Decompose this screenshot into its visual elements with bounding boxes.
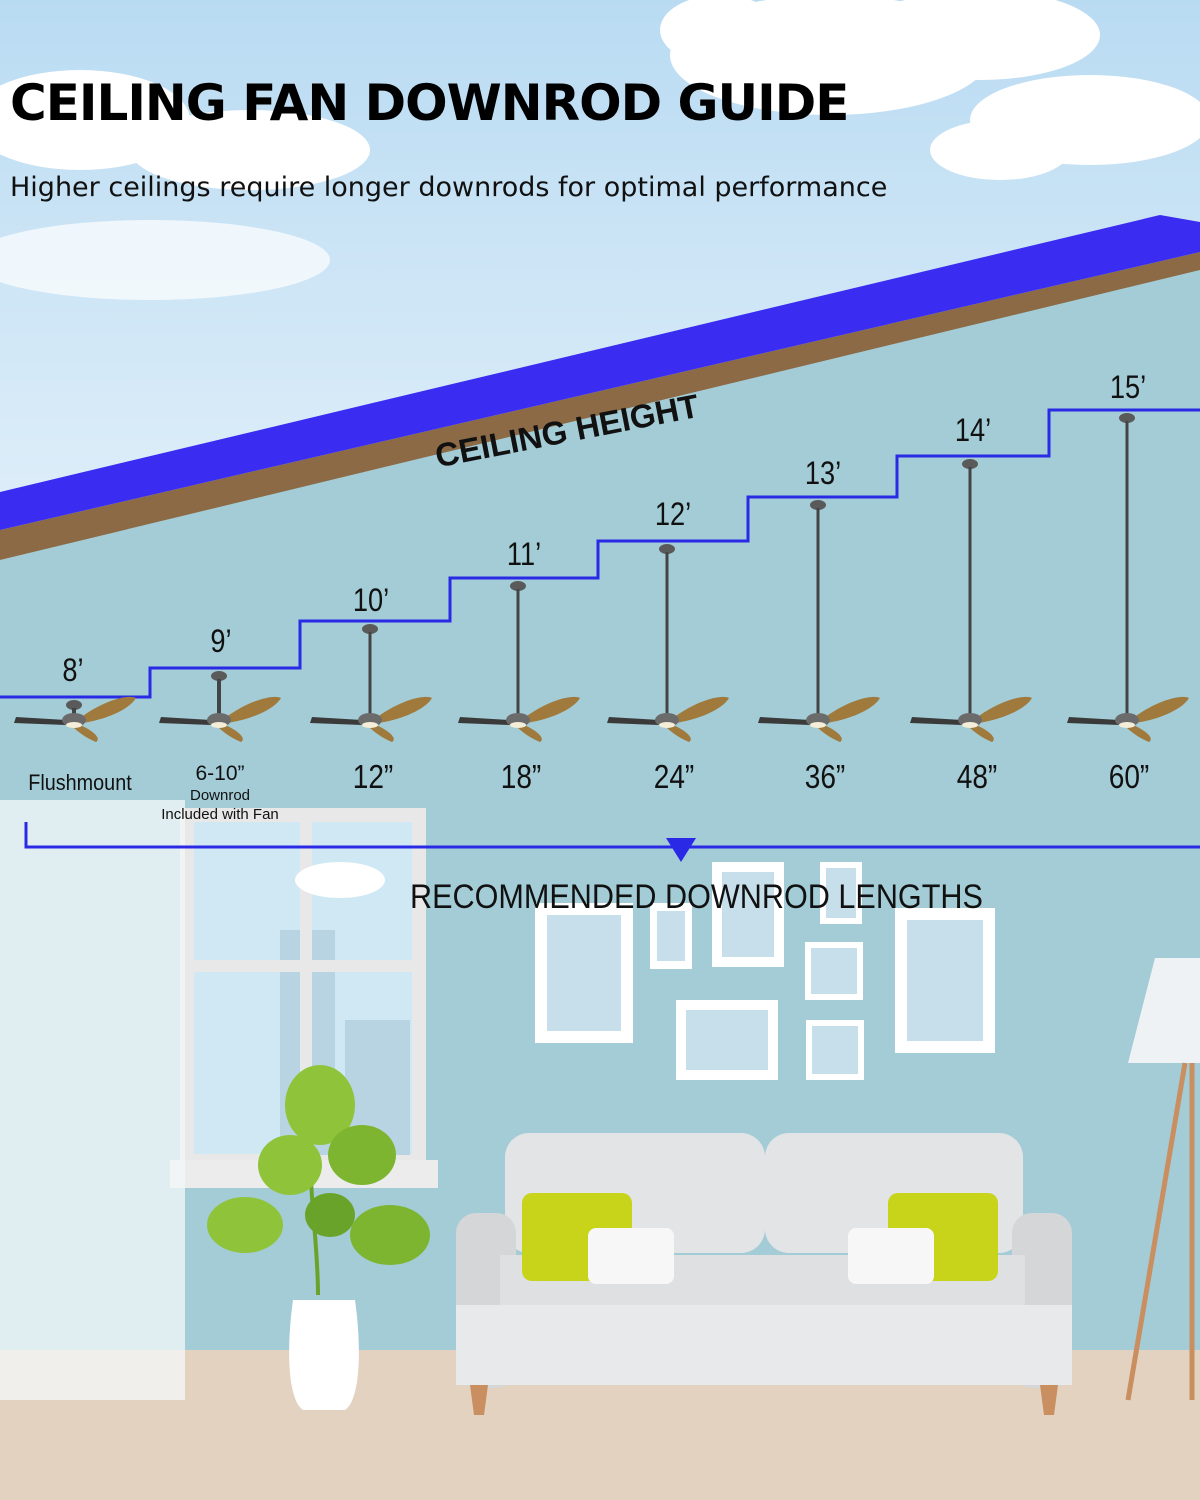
height-label-12: 12’ <box>654 496 692 532</box>
downrod-label-36in: 36” <box>804 758 846 795</box>
clouds <box>0 0 1200 300</box>
ceiling-fan <box>607 544 729 742</box>
recommended-bracket-line <box>24 822 1200 849</box>
height-label-8: 8’ <box>62 652 84 688</box>
ceiling-fan <box>458 581 580 742</box>
ceiling-fan <box>159 671 281 742</box>
downrod-label-flushmount: Flushmount <box>28 770 132 795</box>
downrod-label-9-line2: Downrod <box>189 787 251 804</box>
height-label-13: 13’ <box>804 455 842 491</box>
ceiling-fan <box>758 500 880 742</box>
fans <box>14 413 1189 742</box>
ceiling-step-line <box>0 408 1200 699</box>
downrod-label-9: 6-10” <box>195 762 245 785</box>
floor-lamp <box>1125 958 1200 1401</box>
sofa <box>456 1133 1072 1415</box>
height-label-9: 9’ <box>210 623 232 659</box>
curtain <box>0 800 185 1400</box>
downrod-label-60in: 60” <box>1108 758 1150 795</box>
downrod-label-18in: 18” <box>500 758 542 795</box>
downrod-label-48in: 48” <box>956 758 998 795</box>
ceiling-fan <box>910 459 1032 742</box>
ceiling-fan <box>14 696 136 742</box>
height-label-14: 14’ <box>954 412 992 448</box>
page-subtitle: Higher ceilings require longer downrods … <box>10 172 888 203</box>
plant <box>207 1065 430 1410</box>
height-label-11: 11’ <box>506 536 542 572</box>
roof-wood <box>0 252 1200 560</box>
picture-glass <box>547 868 983 1074</box>
ceiling-fan <box>1067 413 1189 742</box>
height-label-10: 10’ <box>352 582 390 618</box>
recommended-downrod-label: RECOMMENDED DOWNROD LENGTHS <box>410 878 983 916</box>
downrod-label-24in: 24” <box>653 758 695 795</box>
downrod-label-9-line3: Included with Fan <box>161 806 279 823</box>
downrod-label-12in: 12” <box>352 758 394 795</box>
roof <box>0 215 1200 530</box>
recommended-arrow <box>666 838 696 862</box>
page-title: CEILING FAN DOWNROD GUIDE <box>10 74 849 132</box>
height-label-15: 15’ <box>1109 369 1147 405</box>
ceiling-fan <box>310 624 432 742</box>
